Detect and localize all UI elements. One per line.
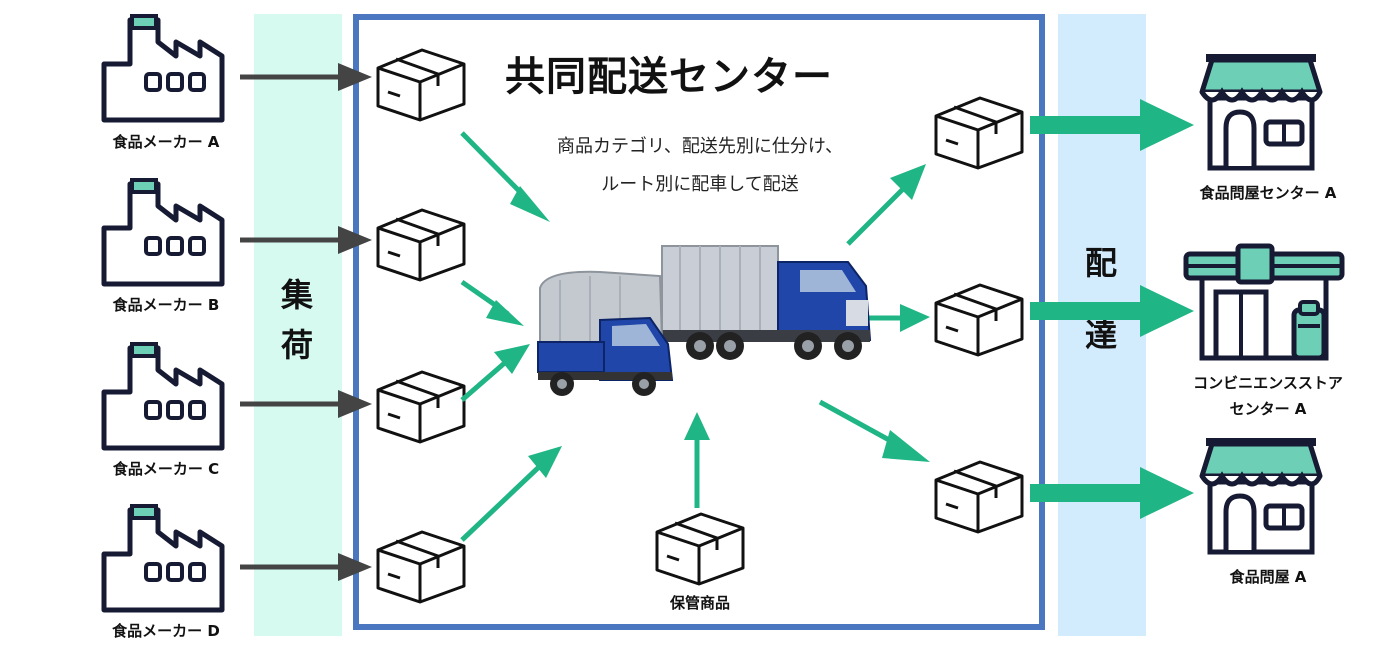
factory-icon bbox=[104, 180, 222, 284]
small-truck-image bbox=[537, 270, 674, 396]
stored-goods-label: 保管商品 bbox=[669, 594, 730, 612]
box-icon bbox=[376, 208, 466, 282]
box-icon bbox=[376, 48, 466, 122]
factory-icon bbox=[104, 16, 222, 120]
collection-arrow bbox=[240, 390, 372, 418]
delivery-arrow bbox=[1030, 99, 1194, 151]
center-description-line-2: ルート別に配車して配送 bbox=[601, 174, 799, 195]
green-arrow bbox=[818, 399, 930, 462]
box-icon bbox=[376, 370, 466, 444]
destination-label-convenience-line-1: コンビニエンスストア bbox=[1193, 374, 1343, 392]
collection-label: 集荷 bbox=[276, 278, 314, 378]
convenience-store-center-icon bbox=[1183, 243, 1345, 361]
center-description-line-1: 商品カテゴリ、配送先別に仕分け、 bbox=[556, 136, 844, 157]
delivery-arrow bbox=[1030, 467, 1194, 519]
green-arrow bbox=[846, 164, 926, 246]
manufacturer-label-b: 食品メーカー B bbox=[112, 296, 220, 314]
box-icon bbox=[655, 512, 745, 586]
box-icon bbox=[376, 530, 466, 604]
manufacturer-label-c: 食品メーカー C bbox=[112, 460, 220, 478]
center-title: 共同配送センター bbox=[505, 54, 833, 100]
box-icon bbox=[934, 460, 1024, 534]
box-icon bbox=[934, 96, 1024, 170]
collection-band bbox=[254, 14, 342, 636]
collection-arrow bbox=[240, 553, 372, 581]
green-arrow bbox=[460, 279, 524, 326]
collection-arrow bbox=[240, 63, 372, 91]
green-arrow bbox=[460, 446, 562, 542]
collection-arrow bbox=[240, 226, 372, 254]
factory-icon bbox=[104, 506, 222, 610]
green-arrow bbox=[684, 412, 710, 508]
joint-distribution-center-frame bbox=[353, 14, 1045, 630]
food-wholesale-center-store-icon bbox=[1202, 54, 1320, 168]
green-arrow bbox=[460, 131, 550, 222]
destination-label-convenience-line-2: センター A bbox=[1229, 400, 1307, 418]
large-truck-image bbox=[661, 245, 872, 360]
destination-label-wholesale-center: 食品問屋センター A bbox=[1199, 184, 1337, 202]
manufacturer-label-d: 食品メーカー D bbox=[112, 622, 220, 640]
manufacturer-label-a: 食品メーカー A bbox=[112, 133, 220, 151]
box-icon bbox=[934, 283, 1024, 357]
destination-label-wholesaler: 食品問屋 A bbox=[1229, 568, 1307, 586]
food-wholesaler-store-icon bbox=[1202, 438, 1320, 552]
green-arrow bbox=[460, 344, 530, 402]
green-arrow bbox=[866, 304, 930, 332]
delivery-arrow bbox=[1030, 285, 1194, 337]
factory-icon bbox=[104, 344, 222, 448]
